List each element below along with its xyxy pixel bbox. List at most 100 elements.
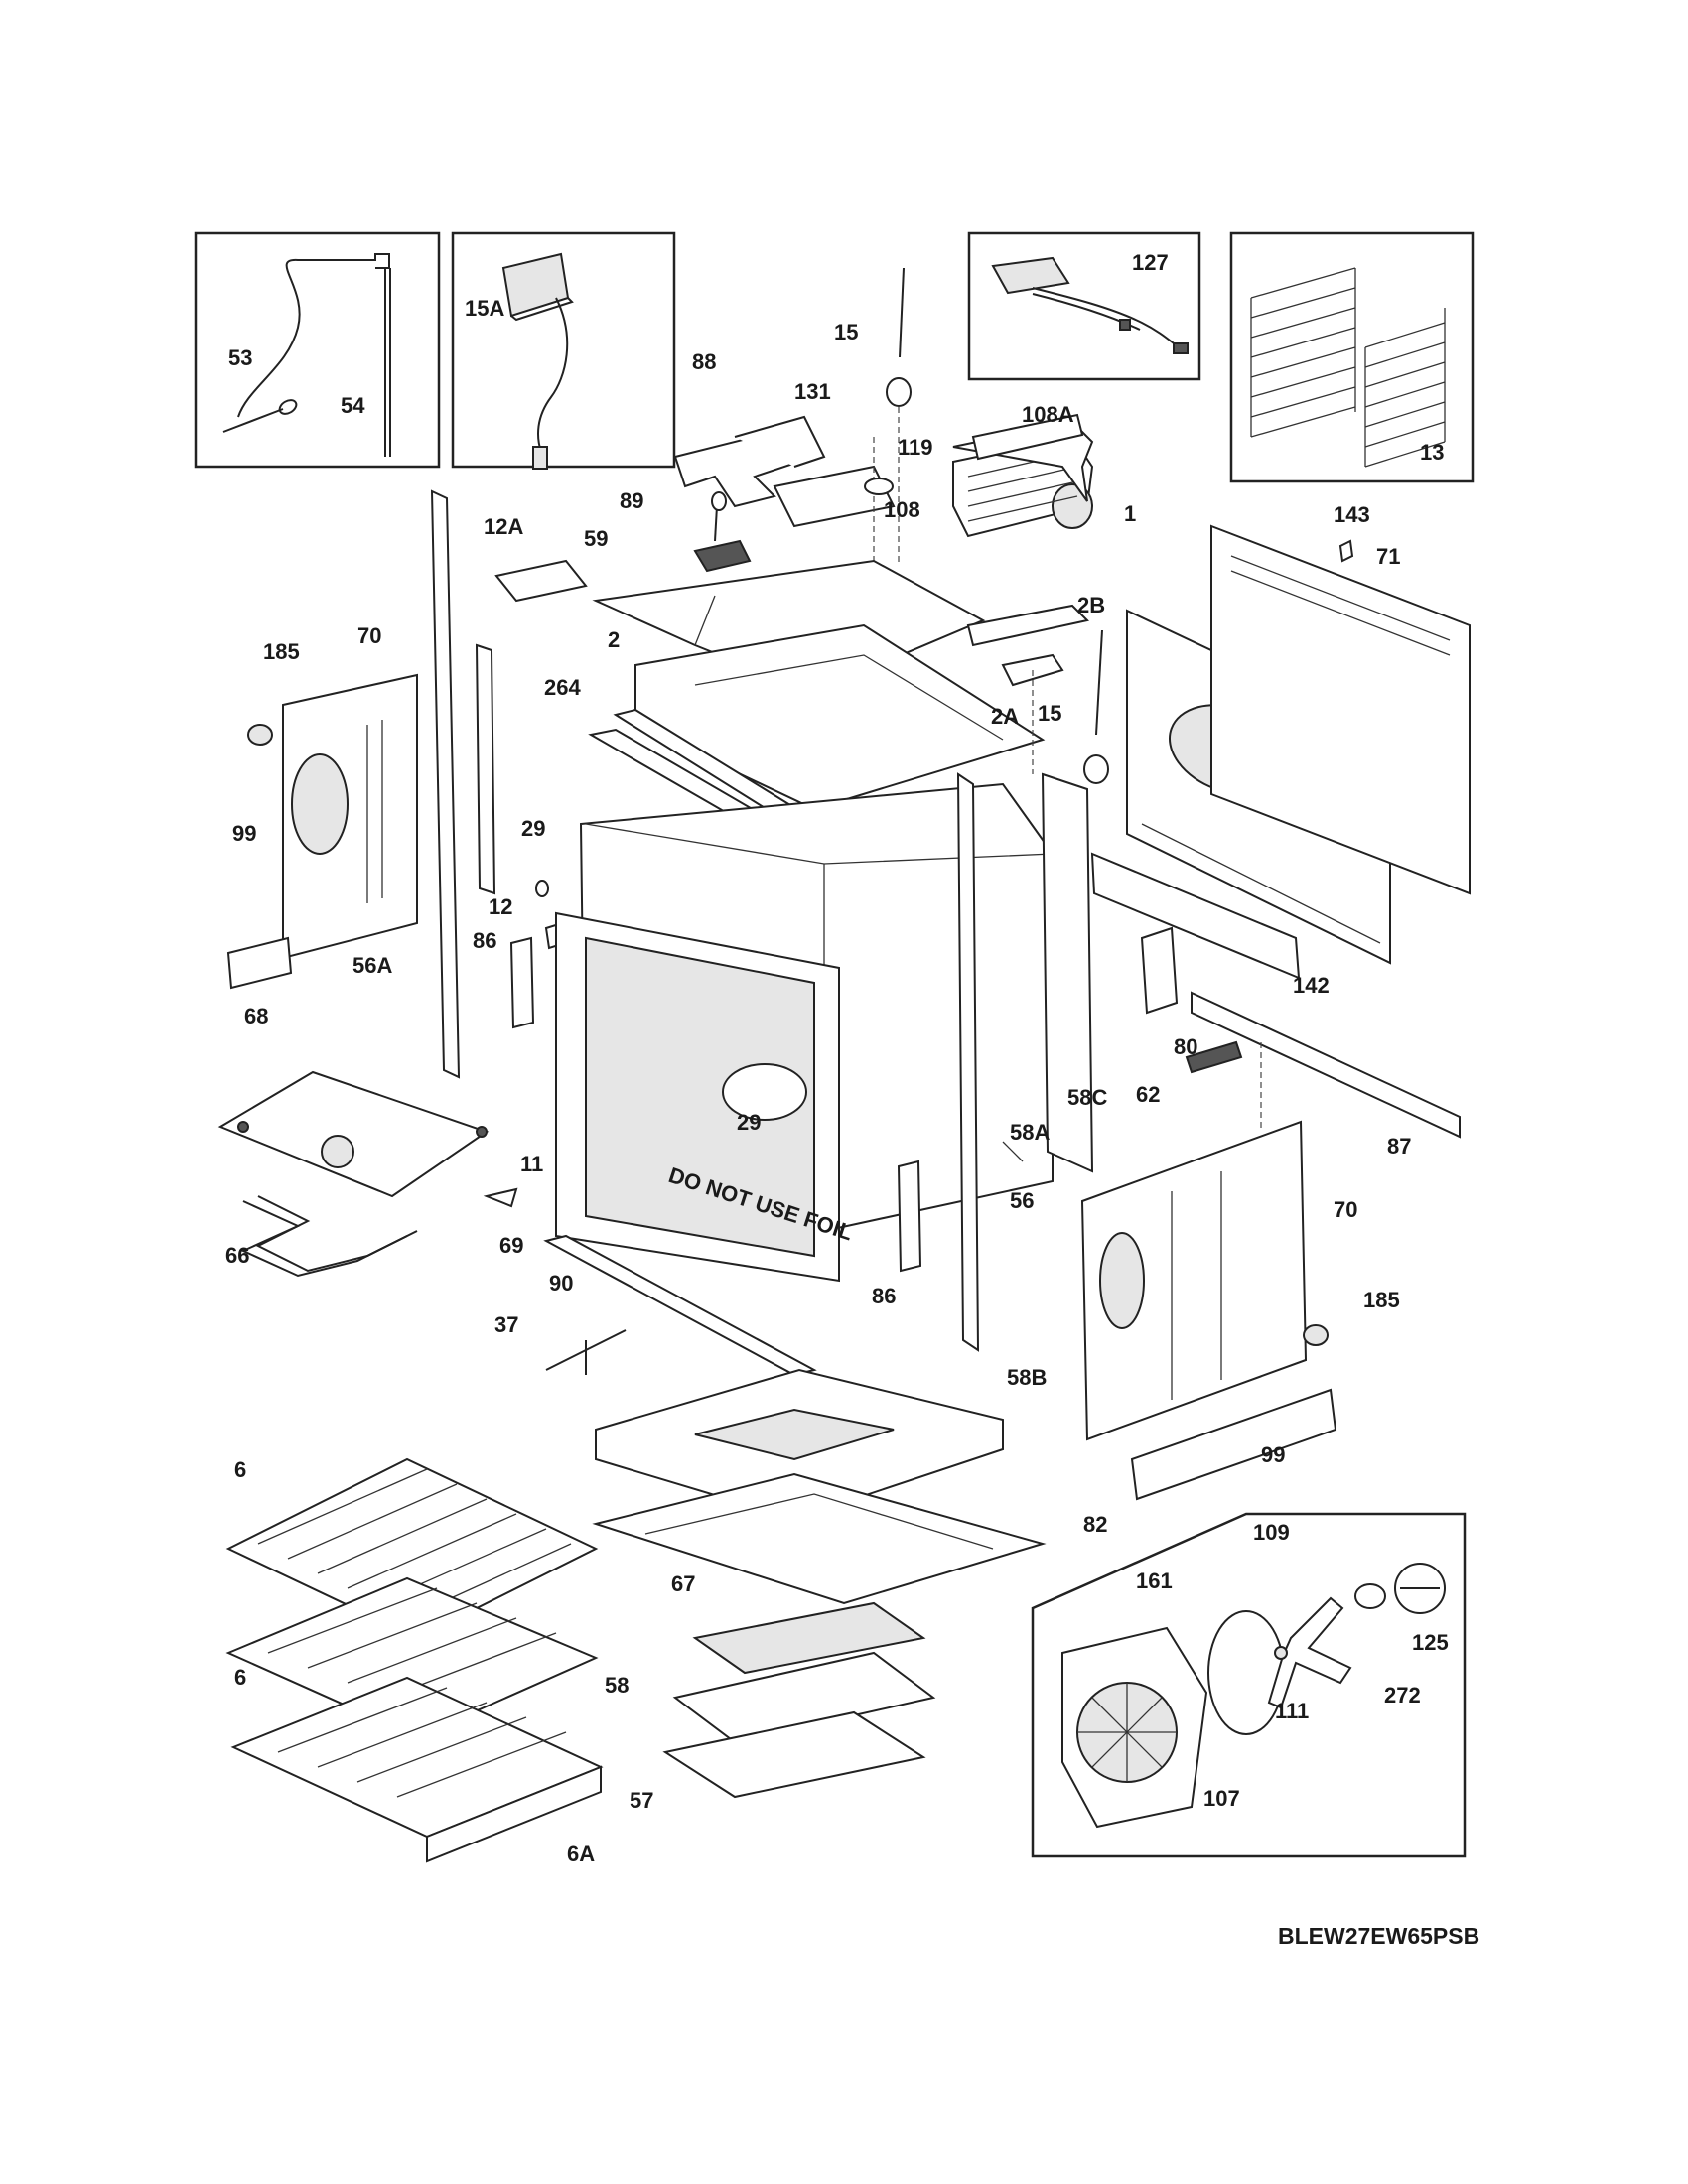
relay-board-89 xyxy=(693,491,752,573)
callout-108a: 108A xyxy=(1022,402,1074,427)
callout-59: 59 xyxy=(584,526,608,551)
callout-58b: 58B xyxy=(1007,1365,1047,1390)
callout-58: 58 xyxy=(605,1673,629,1698)
rail-87 xyxy=(1191,991,1461,1139)
grommet-185-right xyxy=(1303,1324,1329,1346)
bottom-insulation-58b xyxy=(595,1368,1004,1521)
side-panel-left-70 xyxy=(282,673,418,960)
callout-12: 12 xyxy=(489,894,512,919)
bake-element-68 xyxy=(217,1070,490,1198)
callout-58c: 58C xyxy=(1067,1085,1107,1110)
callout-109: 109 xyxy=(1253,1520,1290,1545)
model-code: BLEW27EW65PSB xyxy=(1278,1923,1479,1949)
callout-2: 2 xyxy=(608,627,620,652)
rear-insulation-58c xyxy=(1041,772,1094,1173)
plate-58 xyxy=(672,1651,936,1744)
rear-panel-71 xyxy=(1210,524,1471,895)
hinge-receptacle-86-left xyxy=(509,936,535,1029)
callout-2b: 2B xyxy=(1077,593,1105,617)
clip-69 xyxy=(483,1187,518,1208)
callout-86-left: 86 xyxy=(473,928,496,953)
callout-70-left: 70 xyxy=(357,623,381,648)
vertical-rail-56a xyxy=(430,489,461,1079)
wrapper-top-2 xyxy=(613,623,1046,838)
bracket-80 xyxy=(1140,926,1179,1015)
fan-bracket-108a xyxy=(952,413,1094,502)
callout-99-left: 99 xyxy=(232,821,256,846)
callout-57: 57 xyxy=(630,1788,653,1813)
callout-labels: 53 54 15A 15 88 131 127 119 108A 108 13 … xyxy=(225,250,1449,1866)
light-29 xyxy=(535,880,549,897)
callout-15-top: 15 xyxy=(834,320,858,344)
insulation-strip-left xyxy=(475,643,496,895)
callout-107: 107 xyxy=(1203,1786,1240,1811)
callout-6-a: 6 xyxy=(234,1457,246,1482)
plate-12a xyxy=(494,559,588,603)
callout-2a: 2A xyxy=(991,704,1019,729)
inset-wire-harness xyxy=(967,231,1201,381)
callout-264: 264 xyxy=(544,675,581,700)
callout-29-b: 29 xyxy=(737,1110,761,1135)
bracket-57 xyxy=(662,1710,926,1799)
callout-71: 71 xyxy=(1376,544,1400,569)
vertical-rail-56 xyxy=(956,772,980,1352)
callout-11: 11 xyxy=(520,1152,543,1176)
callout-272: 272 xyxy=(1384,1683,1421,1707)
callout-125: 125 xyxy=(1412,1630,1449,1655)
bracket-99-right xyxy=(1130,1388,1337,1501)
callout-90: 90 xyxy=(549,1271,573,1296)
callout-68: 68 xyxy=(244,1004,268,1028)
temperature-sensor-mid xyxy=(1083,629,1109,784)
bracket-142 xyxy=(1090,852,1301,980)
callout-119: 119 xyxy=(898,435,933,460)
oven-rack-upper xyxy=(225,1457,599,1640)
callout-58a: 58A xyxy=(1010,1120,1050,1145)
hinge-receptacle-86-right xyxy=(897,1160,922,1273)
callout-56: 56 xyxy=(1010,1188,1034,1213)
callout-127: 127 xyxy=(1132,250,1169,275)
callout-86-right: 86 xyxy=(872,1284,896,1308)
door-frame-11: DO NOT USE FOIL xyxy=(555,911,856,1283)
inset-probe-sensor xyxy=(194,231,441,469)
wire-cover-88 xyxy=(673,415,826,508)
callout-70-right: 70 xyxy=(1334,1197,1357,1222)
callout-37: 37 xyxy=(494,1312,518,1337)
callout-1: 1 xyxy=(1124,501,1136,526)
callout-56a: 56A xyxy=(352,953,392,978)
trim-90 xyxy=(543,1234,817,1377)
callout-131: 131 xyxy=(794,379,831,404)
callout-62: 62 xyxy=(1136,1082,1160,1107)
callout-142: 142 xyxy=(1293,973,1330,998)
callout-29-a: 29 xyxy=(521,816,545,841)
callout-53: 53 xyxy=(228,345,252,370)
callout-15a: 15A xyxy=(465,296,504,321)
callout-143: 143 xyxy=(1334,502,1370,527)
temperature-sensor-top xyxy=(886,267,912,566)
callout-108: 108 xyxy=(884,497,920,522)
bracket-131 xyxy=(773,437,896,576)
inset-rack-supports xyxy=(1229,231,1475,483)
side-insulation-58a xyxy=(1002,1141,1024,1162)
bracket-2a xyxy=(1001,653,1064,774)
callout-66: 66 xyxy=(225,1243,249,1268)
callout-161: 161 xyxy=(1136,1569,1173,1593)
callout-80: 80 xyxy=(1174,1034,1197,1059)
bracket-99-left xyxy=(226,936,293,990)
oven-rack-6a xyxy=(230,1676,604,1863)
side-panel-right-70 xyxy=(1080,1120,1308,1441)
callout-13: 13 xyxy=(1420,440,1444,465)
callout-99-right: 99 xyxy=(1261,1442,1285,1467)
bracket-37 xyxy=(545,1329,627,1375)
callout-12a: 12A xyxy=(484,514,523,539)
clip-143 xyxy=(1338,539,1354,563)
callout-82: 82 xyxy=(1083,1512,1107,1537)
callout-15-mid: 15 xyxy=(1038,701,1061,726)
callout-6-b: 6 xyxy=(234,1665,246,1690)
callout-67: 67 xyxy=(671,1571,695,1596)
heat-shield-67 xyxy=(692,1601,926,1675)
inset-control-module xyxy=(451,231,676,470)
callout-6a: 6A xyxy=(567,1842,595,1866)
callout-89: 89 xyxy=(620,488,643,513)
inset-convection-fan xyxy=(1031,1512,1467,1858)
